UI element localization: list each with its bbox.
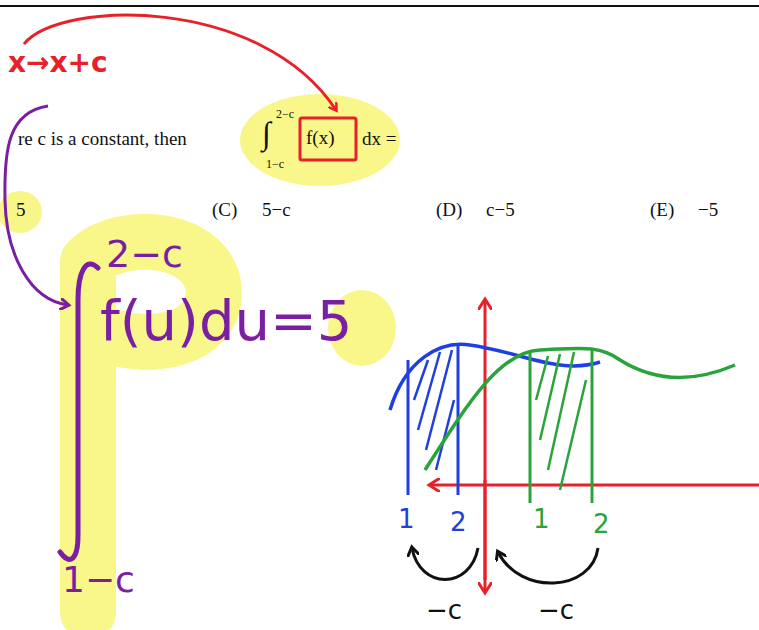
shift-label: −c <box>538 596 574 625</box>
shift-label: −c <box>426 596 462 625</box>
upper-limit: 2−c <box>106 234 183 276</box>
upper-limit: 2−c <box>276 108 294 121</box>
axis-tick-label: 2 <box>593 510 610 539</box>
axis-tick-label: 1 <box>398 505 415 534</box>
lower-limit: 1−c <box>266 158 284 171</box>
answer-choice: −5 <box>698 200 718 221</box>
answer-choice: c−5 <box>486 200 515 221</box>
axis-tick-label: 1 <box>533 505 550 534</box>
answer-choice: 5 <box>16 200 26 221</box>
axis-tick-label: 2 <box>450 508 467 537</box>
choice-letter: (C) <box>212 200 237 221</box>
integral-sign: ∫ <box>262 116 271 151</box>
integrand: f(x) <box>306 128 334 149</box>
problem-text: re c is a constant, then <box>18 129 187 150</box>
substitution-note: x→x+c <box>8 48 108 79</box>
integral-result: f(u)du=5 <box>100 290 353 352</box>
answer-choice: 5−c <box>262 200 291 221</box>
problem-text: dx = <box>362 129 396 150</box>
lower-limit: 1−c <box>62 560 135 600</box>
choice-letter: (D) <box>436 200 462 221</box>
choice-letter: (E) <box>650 200 674 221</box>
